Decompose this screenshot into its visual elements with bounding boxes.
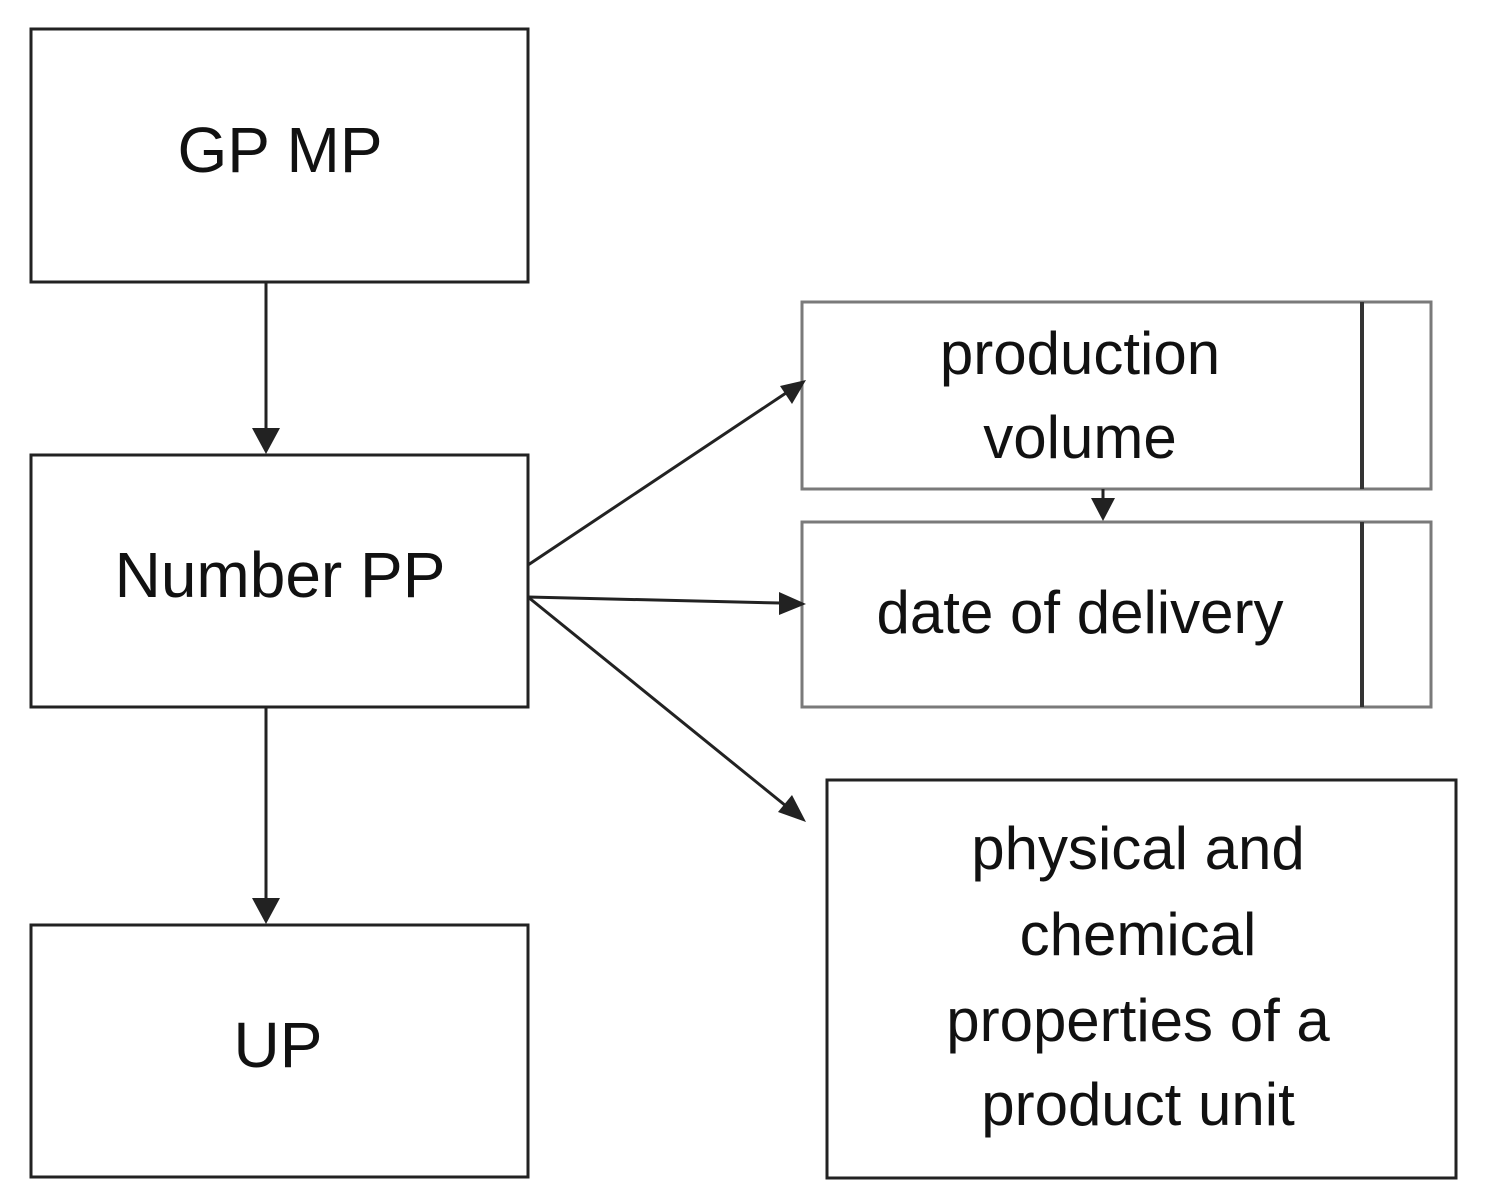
edge-number-pp-to-properties [527, 595, 806, 822]
edge-gp-mp-to-number-pp [252, 283, 280, 454]
node-date-of-delivery-box [800, 520, 1433, 709]
node-date-of-delivery-label: date of delivery [877, 579, 1284, 646]
edge-number-pp-to-date-of-delivery-arrowhead [779, 592, 806, 615]
node-properties-line-2: chemical [1020, 901, 1257, 968]
node-properties-line-4: product unit [981, 1071, 1295, 1138]
node-production-volume-box [800, 300, 1433, 491]
node-gp-mp-label: GP MP [177, 114, 382, 186]
edge-number-pp-to-up [252, 708, 280, 924]
edge-number-pp-to-production-volume-line [527, 391, 787, 567]
edge-number-pp-to-up-arrowhead [252, 898, 280, 924]
node-production-volume: production volume [800, 300, 1433, 491]
node-gp-mp-box [29, 27, 530, 284]
edge-number-pp-to-production-volume [527, 380, 806, 567]
node-number-pp-label: Number PP [115, 539, 446, 611]
node-production-volume-line-1: production [940, 320, 1220, 387]
node-up-box [29, 923, 530, 1179]
node-up: UP [29, 923, 530, 1179]
node-properties-box [825, 778, 1458, 1180]
node-properties-line-1: physical and [971, 815, 1305, 882]
edge-number-pp-to-date-of-delivery-line [527, 595, 781, 605]
edge-number-pp-to-properties-line [527, 595, 787, 808]
node-number-pp: Number PP [29, 453, 530, 709]
edge-number-pp-to-date-of-delivery [527, 592, 806, 615]
node-number-pp-box [29, 453, 530, 709]
edge-number-pp-to-properties-arrowhead [778, 795, 806, 822]
node-up-label: UP [234, 1009, 323, 1081]
edge-number-pp-to-production-volume-arrowhead [780, 380, 806, 404]
node-properties-line-3: properties of a [946, 987, 1330, 1054]
node-date-of-delivery: date of delivery [800, 520, 1433, 709]
node-properties: physical and chemical properties of a pr… [825, 778, 1458, 1180]
node-gp-mp: GP MP [29, 27, 530, 284]
node-production-volume-line-2: volume [983, 404, 1176, 471]
edge-production-volume-to-date-of-delivery [1091, 489, 1115, 521]
edge-production-volume-to-date-of-delivery-arrowhead [1091, 498, 1115, 521]
edge-gp-mp-to-number-pp-arrowhead [252, 428, 280, 454]
